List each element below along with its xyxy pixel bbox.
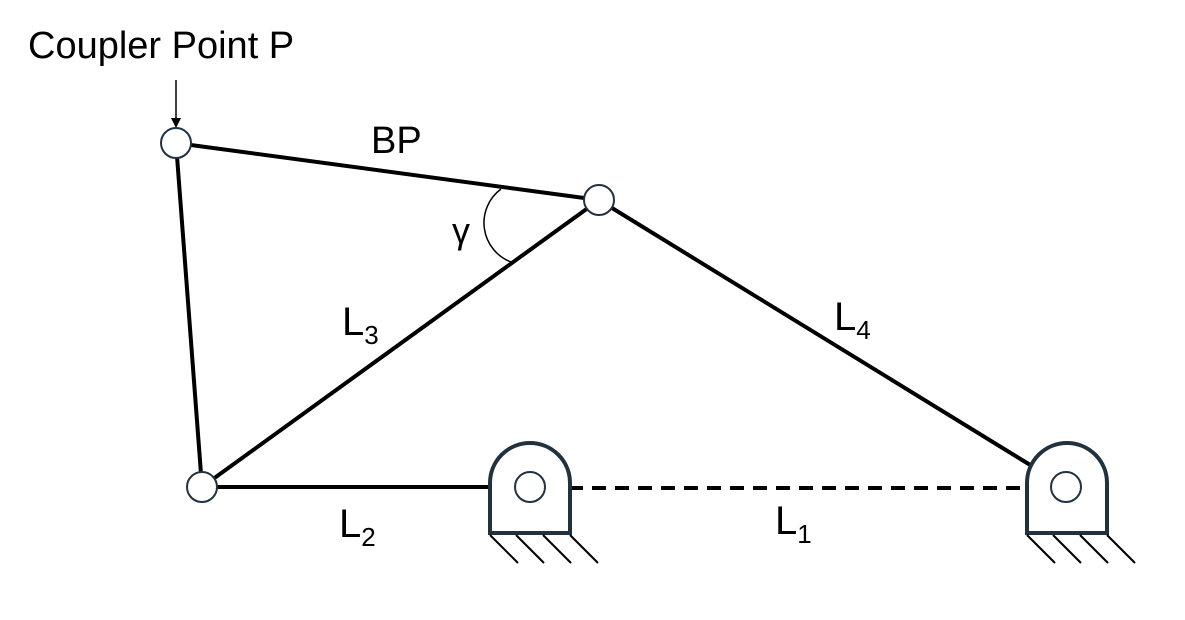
l1-label: L1 bbox=[775, 499, 812, 549]
joint-b bbox=[583, 184, 615, 216]
l4-label-sub: 4 bbox=[856, 315, 870, 345]
ground-hatch bbox=[1106, 534, 1136, 564]
l1-label-sub: 1 bbox=[797, 519, 811, 549]
l3-label-sub: 3 bbox=[364, 320, 378, 350]
l2-label-main: L bbox=[339, 502, 361, 546]
l4-label: L4 bbox=[834, 295, 871, 345]
ground-hatch bbox=[489, 534, 519, 564]
bp-label: BP bbox=[371, 120, 422, 162]
ground-hatch bbox=[1026, 534, 1056, 564]
l1-label-main: L bbox=[775, 499, 797, 543]
link-coupler-side bbox=[174, 141, 204, 489]
arrow-head-icon bbox=[171, 118, 181, 128]
gamma-angle-arc bbox=[483, 188, 512, 263]
joint-a bbox=[186, 471, 218, 503]
link-bp bbox=[174, 141, 601, 202]
ground-hatch bbox=[569, 534, 599, 564]
ground-hatch bbox=[515, 534, 545, 564]
ground-hatch bbox=[1052, 534, 1082, 564]
link-l3 bbox=[200, 198, 601, 489]
joint-coupler-point-p bbox=[160, 127, 192, 159]
ground-hatch bbox=[542, 534, 572, 564]
joint-ground-right bbox=[1050, 471, 1082, 503]
ground-support-right bbox=[1025, 441, 1136, 564]
joint-ground-left bbox=[514, 471, 546, 503]
l4-label-main: L bbox=[834, 295, 856, 339]
link-l4 bbox=[597, 198, 1068, 489]
l2-label: L2 bbox=[339, 502, 376, 552]
ground-support-left bbox=[488, 441, 599, 564]
gamma-label: γ bbox=[452, 210, 470, 251]
ground-hatch bbox=[1079, 534, 1109, 564]
l3-label-main: L bbox=[342, 300, 364, 344]
coupler-point-label: Coupler Point P bbox=[28, 25, 294, 67]
l2-label-sub: 2 bbox=[361, 522, 375, 552]
l3-label: L3 bbox=[342, 300, 379, 350]
